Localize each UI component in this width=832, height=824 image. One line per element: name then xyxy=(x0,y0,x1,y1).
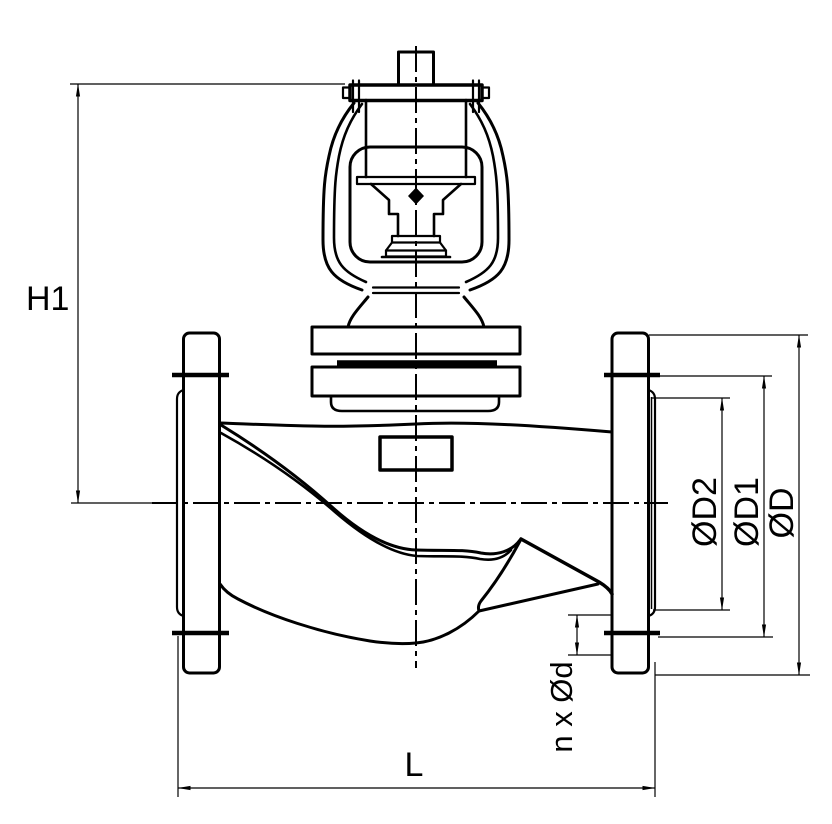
yoke-inner-wall-right xyxy=(464,102,500,284)
dimensions: H1 L ØD2 ØD1 ØD xyxy=(26,83,810,797)
dim-d2-label: ØD2 xyxy=(686,477,724,547)
stem-guide-shoulder-right xyxy=(432,182,463,238)
dim-d1-label: ØD1 xyxy=(728,477,766,547)
valve-graphic xyxy=(152,46,668,675)
yoke-outer-wall-left xyxy=(321,101,364,292)
yoke-flare-right xyxy=(462,295,486,329)
stem-guide-shoulder-left xyxy=(369,182,400,238)
dim-l-label: L xyxy=(405,746,424,784)
dim-h1: H1 xyxy=(26,83,345,504)
yoke-outer-wall-right xyxy=(468,101,511,292)
body-bottom-edge xyxy=(218,582,481,646)
yoke-inner-wall-left xyxy=(332,102,368,284)
yoke-flare-left xyxy=(346,295,370,329)
stem-flare-right xyxy=(438,241,448,252)
bonnet-neck xyxy=(329,394,501,413)
dim-d-label: ØD xyxy=(763,488,801,539)
seat-pocket-curve xyxy=(476,539,522,613)
dim-l: L xyxy=(177,636,656,797)
travel-indicator-diamond xyxy=(408,187,424,205)
centerlines xyxy=(152,46,668,668)
dim-nxd-label: n x Ød xyxy=(544,661,579,752)
stem-flare-left xyxy=(384,241,394,252)
dim-h1-label: H1 xyxy=(26,280,69,318)
dim-d2: ØD2 xyxy=(651,397,730,611)
dim-bolt-holes: n x Ød xyxy=(544,614,613,753)
outlet-bottom-edge xyxy=(477,582,600,613)
dim-d: ØD xyxy=(649,334,810,676)
mounting-plate-tab-left xyxy=(341,86,352,100)
dim-d1: ØD1 xyxy=(658,375,773,638)
seat-partition-lower xyxy=(219,431,513,562)
seat-partition-upper xyxy=(219,423,522,556)
outlet-top-edge xyxy=(519,537,614,596)
mounting-plate-tab-right xyxy=(480,86,491,100)
